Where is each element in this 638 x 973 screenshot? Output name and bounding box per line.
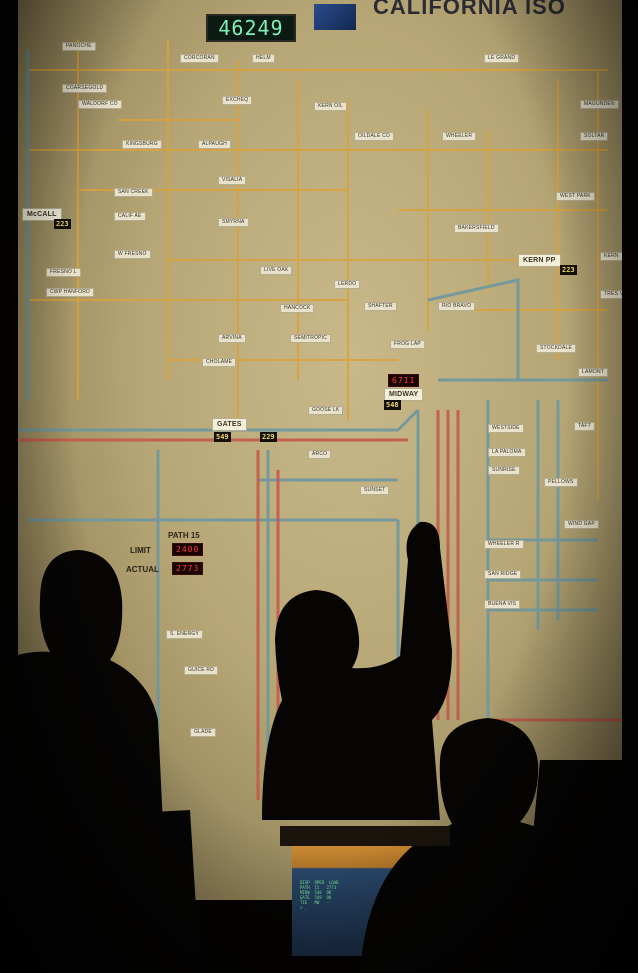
chair-back xyxy=(520,760,638,973)
operator-center-silhouette xyxy=(262,521,452,820)
monitor-bezel xyxy=(280,826,450,846)
console-desk xyxy=(0,810,200,973)
